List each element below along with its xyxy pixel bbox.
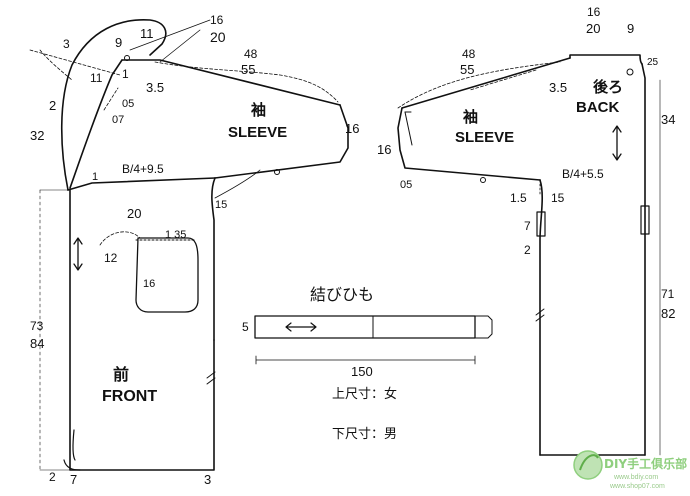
- label-top-20: 20: [210, 29, 226, 45]
- watermark-main: DIY手工俱乐部: [604, 456, 687, 471]
- label-bottom-7: 7: [70, 472, 77, 487]
- tie-labels: 結びひも 5 150 上尺寸：女 下尺寸：男: [242, 285, 397, 442]
- label-top-11: 11: [140, 26, 154, 41]
- label-1-5-back: 1.5: [510, 191, 527, 205]
- label-left-11: 11: [90, 71, 103, 85]
- label-55-front: 55: [241, 62, 255, 77]
- legend-lower: 下尺寸：男: [332, 427, 397, 442]
- sleeve-kanji-back: 袖: [463, 108, 478, 126]
- label-n-05: 05: [122, 98, 134, 110]
- label-bust-front: B/4+9.5: [122, 162, 164, 176]
- tie-title: 結びひも: [310, 285, 374, 304]
- label-2-back: 2: [524, 243, 531, 257]
- label-16-cuff-back: 16: [377, 142, 391, 157]
- label-16-pocket: 16: [143, 278, 155, 290]
- label-73: 73: [30, 319, 44, 333]
- label-left-3: 3: [63, 37, 70, 51]
- sleeve-kanji-front: 袖: [251, 101, 266, 119]
- label-n-2-upper: 2: [49, 98, 56, 113]
- label-3-5-front: 3.5: [146, 80, 164, 95]
- front-body-outline: [29, 19, 349, 471]
- label-20-pocket: 20: [127, 206, 141, 221]
- label-bottom-3: 3: [204, 472, 211, 487]
- label-back-20: 20: [586, 21, 600, 36]
- label-12: 12: [104, 251, 118, 265]
- label-back-3-5: 3.5: [549, 80, 567, 95]
- watermark-sub1: www.bdiy.com: [613, 474, 658, 481]
- label-1-35: 1 35: [165, 229, 186, 241]
- label-15-front: 15: [215, 199, 227, 211]
- legend-upper: 上尺寸：女: [332, 386, 397, 402]
- label-15-back: 15: [551, 191, 565, 205]
- label-16-cuff-front: 16: [345, 121, 359, 136]
- back-kanji: 後ろ: [592, 78, 623, 96]
- label-n-1: 1: [122, 67, 129, 81]
- back-labels: 16 20 9 48 55 3.5 25 後ろ BACK 34 16 袖 SLE…: [377, 5, 675, 321]
- label-84: 84: [30, 336, 44, 351]
- label-back-48: 48: [462, 47, 476, 61]
- front-kanji: 前: [113, 365, 129, 384]
- back-body-outline: [397, 54, 661, 456]
- label-34: 34: [661, 112, 675, 127]
- label-top-9: 9: [115, 35, 122, 50]
- back-en: BACK: [576, 99, 619, 116]
- label-32: 32: [30, 128, 44, 143]
- label-n-07: 07: [112, 114, 124, 126]
- label-48-front: 48: [244, 47, 258, 61]
- front-labels: 16 20 9 11 3 11 1 05 07 2 3.5 48 55 32 7…: [30, 13, 359, 487]
- label-back-25: 25: [647, 57, 659, 68]
- tie-strip-outline: [254, 315, 493, 365]
- label-05-back: 05: [400, 179, 412, 191]
- watermark-logo-icon: [573, 450, 603, 480]
- label-back-16: 16: [587, 5, 601, 19]
- label-82: 82: [661, 306, 675, 321]
- label-7-back: 7: [524, 219, 531, 233]
- label-71: 71: [661, 287, 675, 301]
- sleeve-en-back: SLEEVE: [455, 129, 514, 146]
- label-back-9: 9: [627, 21, 634, 36]
- sleeve-en-front: SLEEVE: [228, 124, 287, 141]
- label-bottom-2: 2: [49, 470, 56, 484]
- tie-width-5: 5: [242, 320, 249, 334]
- label-back-55: 55: [460, 62, 474, 77]
- label-top-16: 16: [210, 13, 224, 27]
- watermark-sub2: www.shop07.com: [609, 483, 665, 490]
- front-en: FRONT: [102, 388, 157, 405]
- label-bust-back: B/4+5.5: [562, 167, 604, 181]
- tie-length-150: 150: [351, 364, 373, 379]
- label-1-chest: 1: [92, 171, 98, 183]
- watermark: DIY手工俱乐部 www.bdiy.com www.shop07.com: [573, 450, 687, 490]
